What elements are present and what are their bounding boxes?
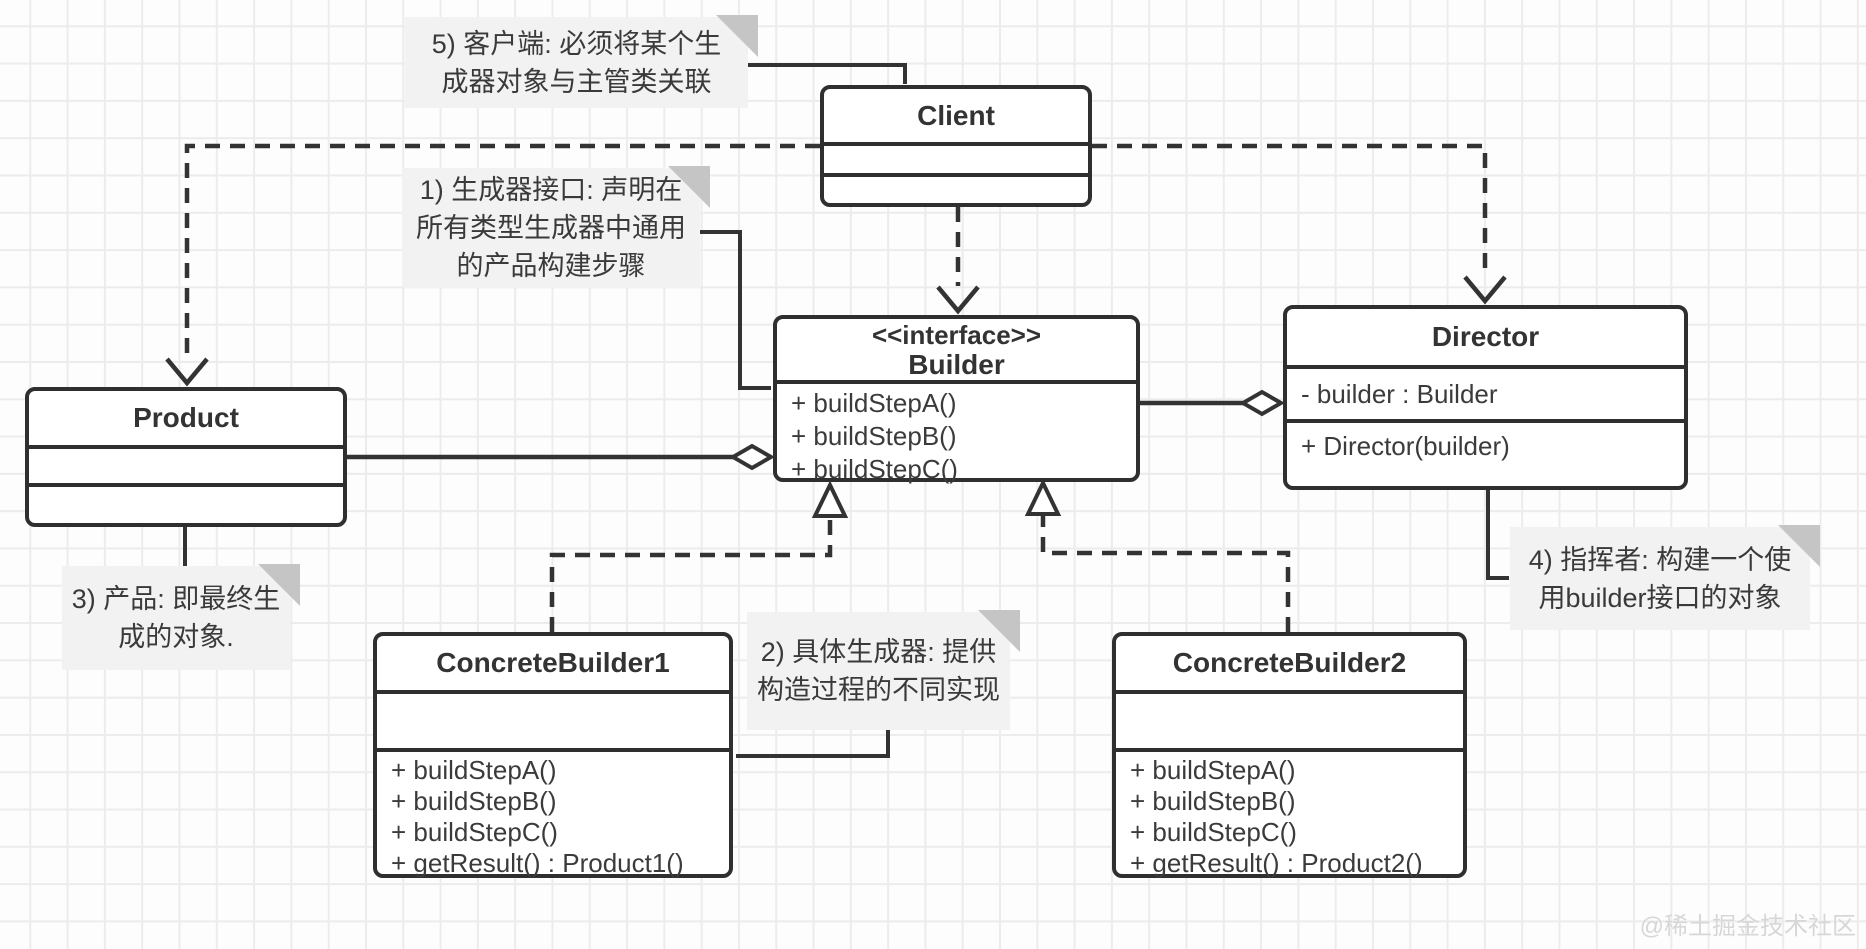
attribute-item: - builder : Builder (1301, 378, 1498, 409)
class-title-concrete-builder2: ConcreteBuilder2 (1116, 636, 1463, 690)
method-item: + buildStepB() (391, 786, 557, 816)
note-text: 2) 具体生成器: 提供 构造过程的不同实现 (757, 637, 1000, 705)
product-methods-compartment (29, 483, 343, 523)
class-box-concrete-builder1: ConcreteBuilder1 + buildStepA() + buildS… (373, 632, 733, 878)
watermark: @稀土掘金技术社区 (1639, 913, 1856, 940)
note-text: 3) 产品: 即最终生 成的对象. (71, 584, 281, 652)
note-product: 3) 产品: 即最终生 成的对象. (62, 564, 300, 670)
note-client: 5) 客户端: 必须将某个生 成器对象与主管类关联 (405, 15, 758, 108)
class-box-product: Product (25, 387, 347, 527)
cb1-attributes-compartment (377, 690, 729, 748)
method-item: + Director(builder) (1301, 431, 1510, 461)
class-box-client: Client (820, 85, 1092, 207)
note4-connector (1486, 490, 1509, 580)
class-title-concrete-builder1: ConcreteBuilder1 (377, 636, 729, 690)
dependency-line-client-director (1092, 143, 1488, 276)
class-name-concrete-builder1: ConcreteBuilder1 (436, 647, 670, 678)
method-item: + buildStepB() (1130, 786, 1296, 816)
cb1-methods-compartment: + buildStepA() + buildStepB() + buildSte… (377, 748, 729, 882)
builder-methods-compartment: + buildStepA() + buildStepB() + buildSte… (777, 380, 1136, 489)
hollow-diamond-builder (729, 443, 775, 471)
method-item: + getResult() : Product1() (391, 848, 684, 878)
note-text: 4) 指挥者: 构建一个使 用builder接口的对象 (1528, 544, 1792, 613)
class-name-product: Product (133, 402, 239, 433)
method-item: + buildStepC() (1130, 817, 1297, 847)
note5-connector (748, 63, 907, 84)
director-attributes-compartment: - builder : Builder (1287, 365, 1684, 419)
class-title-builder: <<interface>> Builder (777, 319, 1136, 380)
method-item: + buildStepC() (391, 817, 558, 847)
open-arrowhead-director (1463, 275, 1507, 305)
method-item: + buildStepA() (1130, 755, 1296, 785)
builder-stereotype: <<interface>> (871, 319, 1042, 350)
class-box-builder: <<interface>> Builder + buildStepA() + b… (773, 315, 1140, 484)
note-text: 1) 生成器接口: 声明在 所有类型生成器中通用 的产品构建步骤 (416, 175, 686, 281)
open-arrowhead-builder (936, 285, 980, 315)
note1-connector (700, 230, 771, 390)
client-attributes-compartment (824, 142, 1088, 173)
note-builder-interface: 1) 生成器接口: 声明在 所有类型生成器中通用 的产品构建步骤 (402, 166, 710, 288)
cb2-methods-compartment: + buildStepA() + buildStepB() + buildSte… (1116, 748, 1463, 882)
class-title-client: Client (824, 89, 1088, 142)
hollow-triangle-cb1 (811, 480, 849, 518)
open-arrowhead-product (165, 357, 209, 387)
class-box-director: Director - builder : Builder + Director(… (1283, 305, 1688, 490)
method-item: + getResult() : Product2() (1130, 848, 1423, 878)
class-name-client: Client (917, 99, 995, 131)
cb2-attributes-compartment (1116, 690, 1463, 748)
class-name-builder: Builder (908, 348, 1005, 380)
hollow-diamond-director (1239, 389, 1285, 417)
note-concrete-builder: 2) 具体生成器: 提供 构造过程的不同实现 (747, 610, 1020, 730)
class-title-product: Product (29, 391, 343, 445)
note2-connector (736, 730, 890, 758)
realization-line-cb2-builder (1040, 515, 1291, 632)
class-title-director: Director (1287, 309, 1684, 365)
director-methods-compartment: + Director(builder) (1287, 419, 1684, 486)
note-text: 5) 客户端: 必须将某个生 成器对象与主管类关联 (431, 28, 722, 97)
client-methods-compartment (824, 173, 1088, 203)
method-item: + buildStepA() (791, 388, 957, 418)
note-director: 4) 指挥者: 构建一个使 用builder接口的对象 (1510, 525, 1820, 630)
method-item: + buildStepA() (391, 755, 557, 785)
class-name-concrete-builder2: ConcreteBuilder2 (1172, 647, 1407, 678)
product-attributes-compartment (29, 445, 343, 483)
class-name-director: Director (1431, 321, 1540, 352)
class-box-concrete-builder2: ConcreteBuilder2 + buildStepA() + buildS… (1112, 632, 1467, 878)
method-item: + buildStepB() (791, 421, 957, 451)
method-item: + buildStepC() (791, 454, 958, 484)
